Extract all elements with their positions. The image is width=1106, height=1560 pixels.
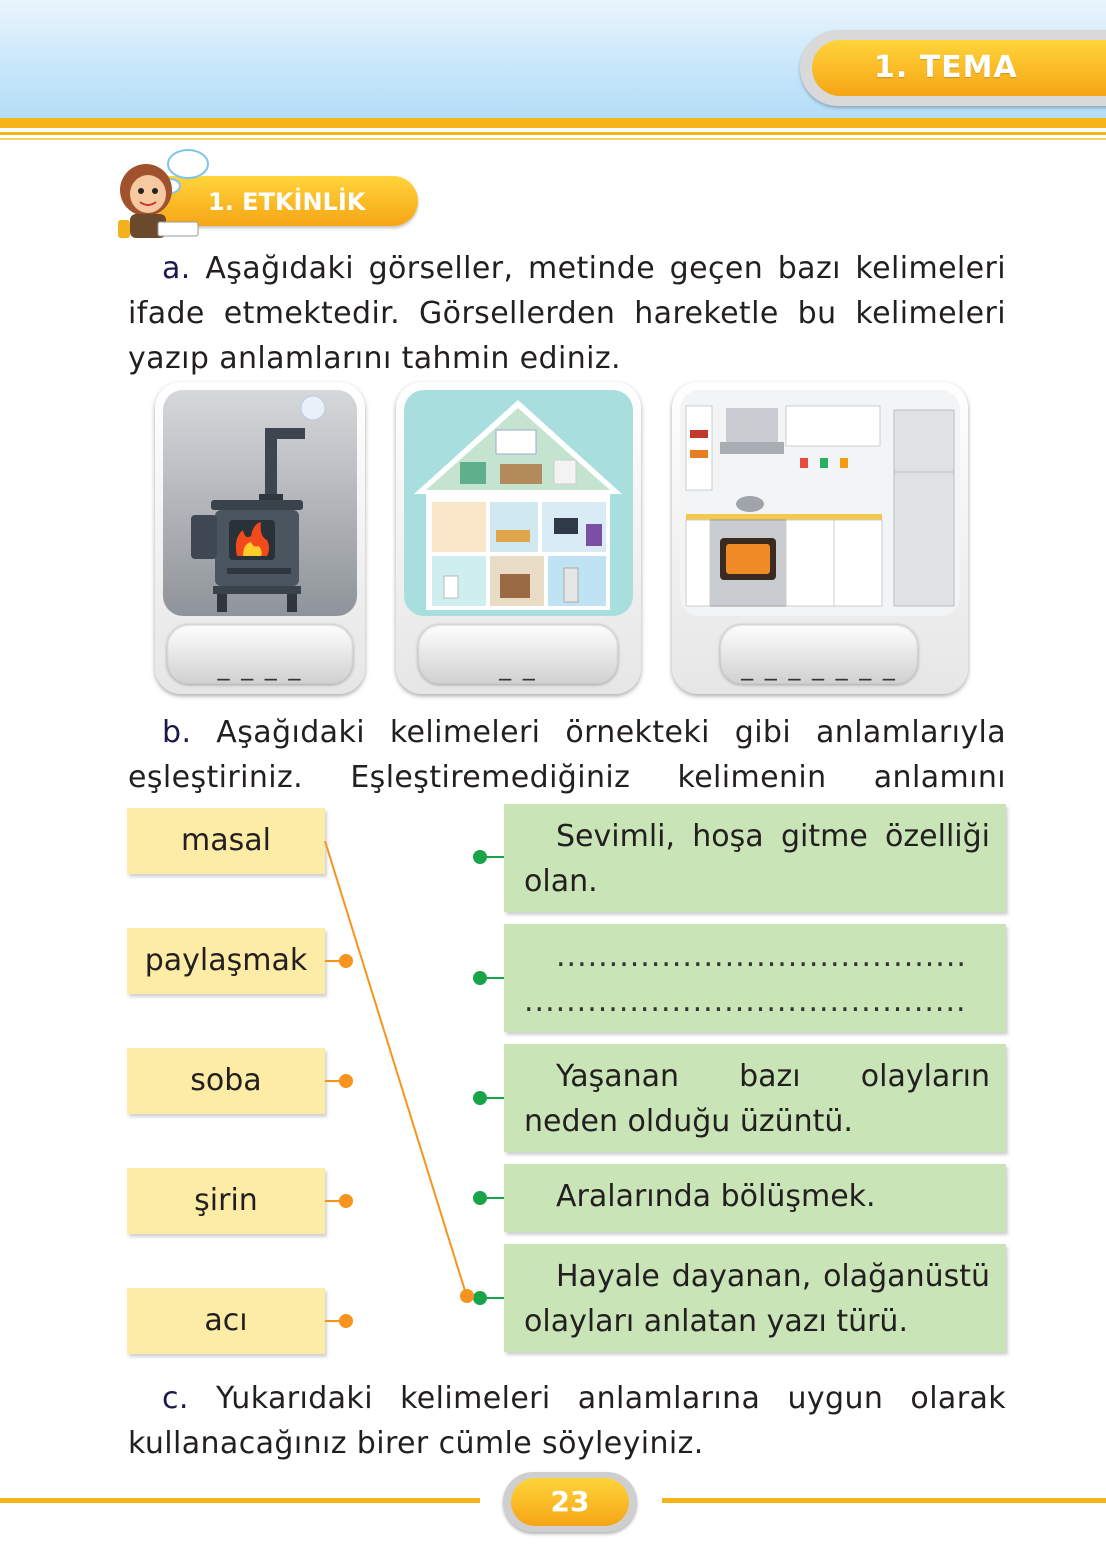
instruction-c: c. Yukarıdaki kelimeleri anlamlarına uyg… (128, 1376, 1006, 1466)
example-match-dot (460, 1289, 474, 1303)
kitchen-picture (680, 390, 960, 616)
meaning-box-2-blank[interactable]: ....................................... … (504, 924, 1006, 1032)
meaning-dot-4[interactable] (473, 1191, 487, 1205)
word-box-aci[interactable]: acı (127, 1288, 325, 1354)
word-box-soba[interactable]: soba (127, 1048, 325, 1114)
answer-blank-stove[interactable]: _ _ _ _ (167, 624, 353, 684)
word-dot-aci[interactable] (339, 1314, 353, 1328)
meaning-box-3[interactable]: Yaşanan bazı olayların neden olduğu üzün… (504, 1044, 1006, 1152)
meaning-box-1[interactable]: Sevimli, hoşa gitme özelliği olan. (504, 804, 1006, 912)
meaning-box-4[interactable]: Aralarında bölüşmek. (504, 1164, 1006, 1232)
meaning-dot-3[interactable] (473, 1091, 487, 1105)
meaning-dots-line-1: ....................................... (556, 939, 967, 974)
answer-blank-kitchen[interactable]: _ _ _ _ _ _ _ (720, 624, 918, 684)
answer-blank-house[interactable]: _ _ (418, 624, 618, 684)
word-dot-soba[interactable] (339, 1074, 353, 1088)
header-rule (0, 118, 1106, 128)
meaning-text-4: Aralarında bölüşmek. (556, 1179, 876, 1214)
meaning-text-3: Yaşanan bazı olayların neden olduğu üzün… (524, 1059, 990, 1139)
label-b: b. (162, 715, 192, 750)
instruction-a-text: Aşağıdaki görseller, metinde geçen bazı … (128, 251, 1006, 376)
meaning-dot-2[interactable] (473, 971, 487, 985)
instruction-a: a. Aşağıdaki görseller, metinde geçen ba… (128, 246, 1006, 381)
word-connectors (325, 954, 353, 1328)
word-box-sirin[interactable]: şirin (127, 1168, 325, 1234)
word-dot-sirin[interactable] (339, 1194, 353, 1208)
picture-card-house: _ _ (396, 382, 641, 694)
meaning-connectors (473, 850, 504, 1305)
word-box-paylasmak[interactable]: paylaşmak (127, 928, 325, 994)
meaning-text-5: Hayale dayanan, olağanüstü olayları anla… (524, 1259, 990, 1339)
page-number: 23 (511, 1478, 629, 1526)
footer-rule-left (0, 1498, 480, 1503)
meaning-dots-line-2: ........................................… (524, 984, 967, 1019)
meaning-text-1: Sevimli, hoşa gitme özelliği olan. (524, 819, 990, 899)
picture-card-kitchen: _ _ _ _ _ _ _ (672, 382, 968, 694)
example-match-line (324, 840, 467, 1295)
word-dot-paylasmak[interactable] (339, 954, 353, 968)
meaning-dot-1[interactable] (473, 850, 487, 864)
stove-icon (191, 395, 326, 612)
activity-badge: 1. ETKİNLİK (150, 176, 418, 226)
instruction-c-text: Yukarıdaki kelimeleri anlamlarına uygun … (128, 1381, 1006, 1461)
house-picture (404, 390, 633, 616)
kitchen-icon (680, 390, 960, 616)
footer-rule-right (662, 1498, 1106, 1503)
girl-mascot-icon (118, 149, 209, 238)
house-icon (414, 400, 622, 610)
meaning-dot-5[interactable] (473, 1291, 487, 1305)
header-rule-light (0, 138, 1106, 140)
stove-picture (163, 390, 357, 616)
header-rule-thin (0, 132, 1106, 135)
meaning-box-5[interactable]: Hayale dayanan, olağanüstü olayları anla… (504, 1244, 1006, 1352)
label-c: c. (162, 1381, 189, 1416)
picture-card-stove: _ _ _ _ (155, 382, 365, 694)
label-a: a. (162, 251, 191, 286)
word-box-masal[interactable]: masal (127, 808, 325, 874)
theme-badge: 1. TEMA (812, 40, 1106, 96)
